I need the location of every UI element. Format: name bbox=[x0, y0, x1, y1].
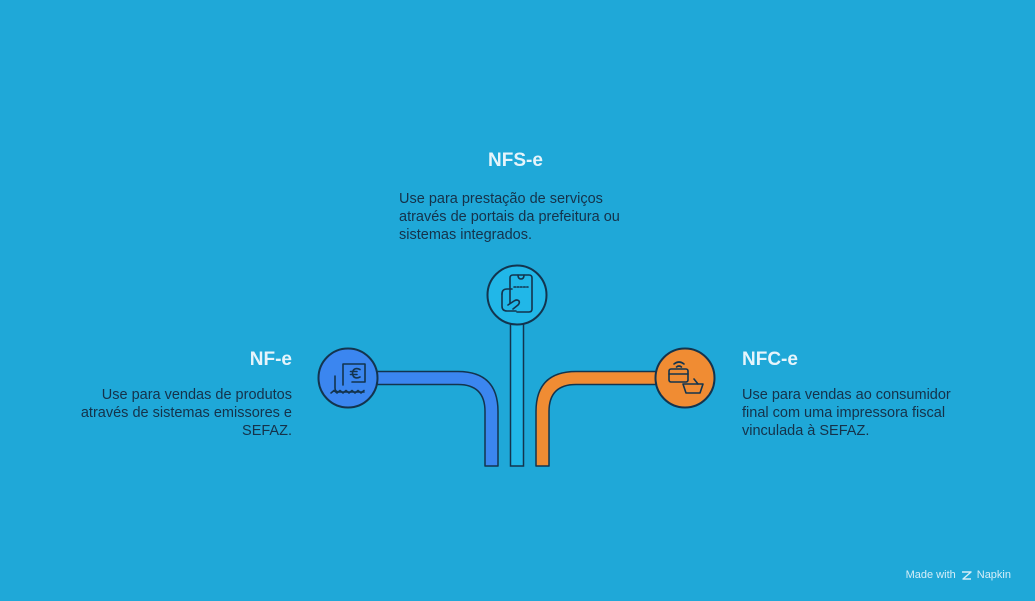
nfc-e-description: Use para vendas ao consumidor final com … bbox=[742, 386, 1002, 440]
nfs-e-description: Use para prestação de serviços através d… bbox=[399, 190, 659, 244]
nfs-e-description-line: através de portais da prefeitura ou bbox=[399, 209, 620, 225]
nfs-e-node bbox=[486, 264, 548, 326]
nf-e-description: Use para vendas de produtos através de s… bbox=[32, 386, 292, 440]
receipt-hand-icon bbox=[501, 274, 533, 313]
made-with-napkin-badge[interactable]: Made with Napkin bbox=[906, 569, 1011, 581]
nfc-e-connector bbox=[535, 370, 663, 467]
nf-e-description-line: Use para vendas de produtos bbox=[101, 387, 292, 403]
card-basket-icon bbox=[668, 361, 704, 394]
nfc-e-node bbox=[654, 347, 716, 409]
nf-e-node bbox=[317, 347, 379, 409]
made-with-label: Made with bbox=[905, 569, 956, 581]
euro-receipt-icon bbox=[330, 363, 366, 394]
nfc-e-description-line: Use para vendas ao consumidor bbox=[742, 387, 951, 403]
nfs-e-connector bbox=[509, 317, 525, 467]
napkin-logo-icon bbox=[961, 570, 972, 581]
nf-e-description-line: através de sistemas emissores e bbox=[80, 405, 292, 421]
napkin-brand-label: Napkin bbox=[976, 569, 1011, 581]
nf-e-connector bbox=[371, 370, 499, 467]
nfs-e-description-line: Use para prestação de serviços bbox=[399, 191, 603, 207]
nf-e-description-line: SEFAZ. bbox=[242, 423, 292, 439]
nfc-e-description-line: final com uma impressora fiscal bbox=[742, 405, 946, 421]
nfc-e-title: NFC-e bbox=[742, 349, 798, 370]
nfc-e-description-line: vinculada à SEFAZ. bbox=[742, 423, 870, 439]
nfs-e-description-line: sistemas integrados. bbox=[399, 227, 532, 243]
nf-e-title: NF-e bbox=[249, 349, 292, 370]
nfs-e-title: NFS-e bbox=[488, 150, 543, 171]
